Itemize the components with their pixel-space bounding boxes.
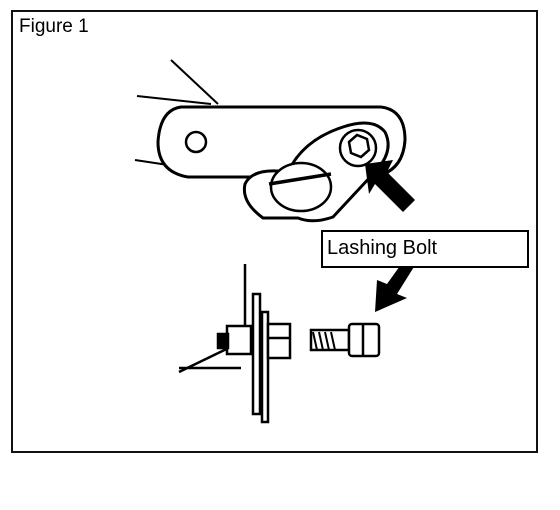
figure-title: Figure 1 xyxy=(19,16,89,37)
bolt-pointer-arrow-lower xyxy=(375,256,417,312)
side-view-assembly xyxy=(178,264,381,424)
bolt-pointer-arrow-upper xyxy=(365,160,415,212)
lashing-bolt-diagram xyxy=(134,59,417,424)
callout-label: Lashing Bolt xyxy=(327,237,438,259)
figure-frame: Figure 1 xyxy=(11,10,538,453)
lever-assembly xyxy=(134,59,407,223)
lashing-bolt-callout: Lashing Bolt xyxy=(321,230,529,268)
